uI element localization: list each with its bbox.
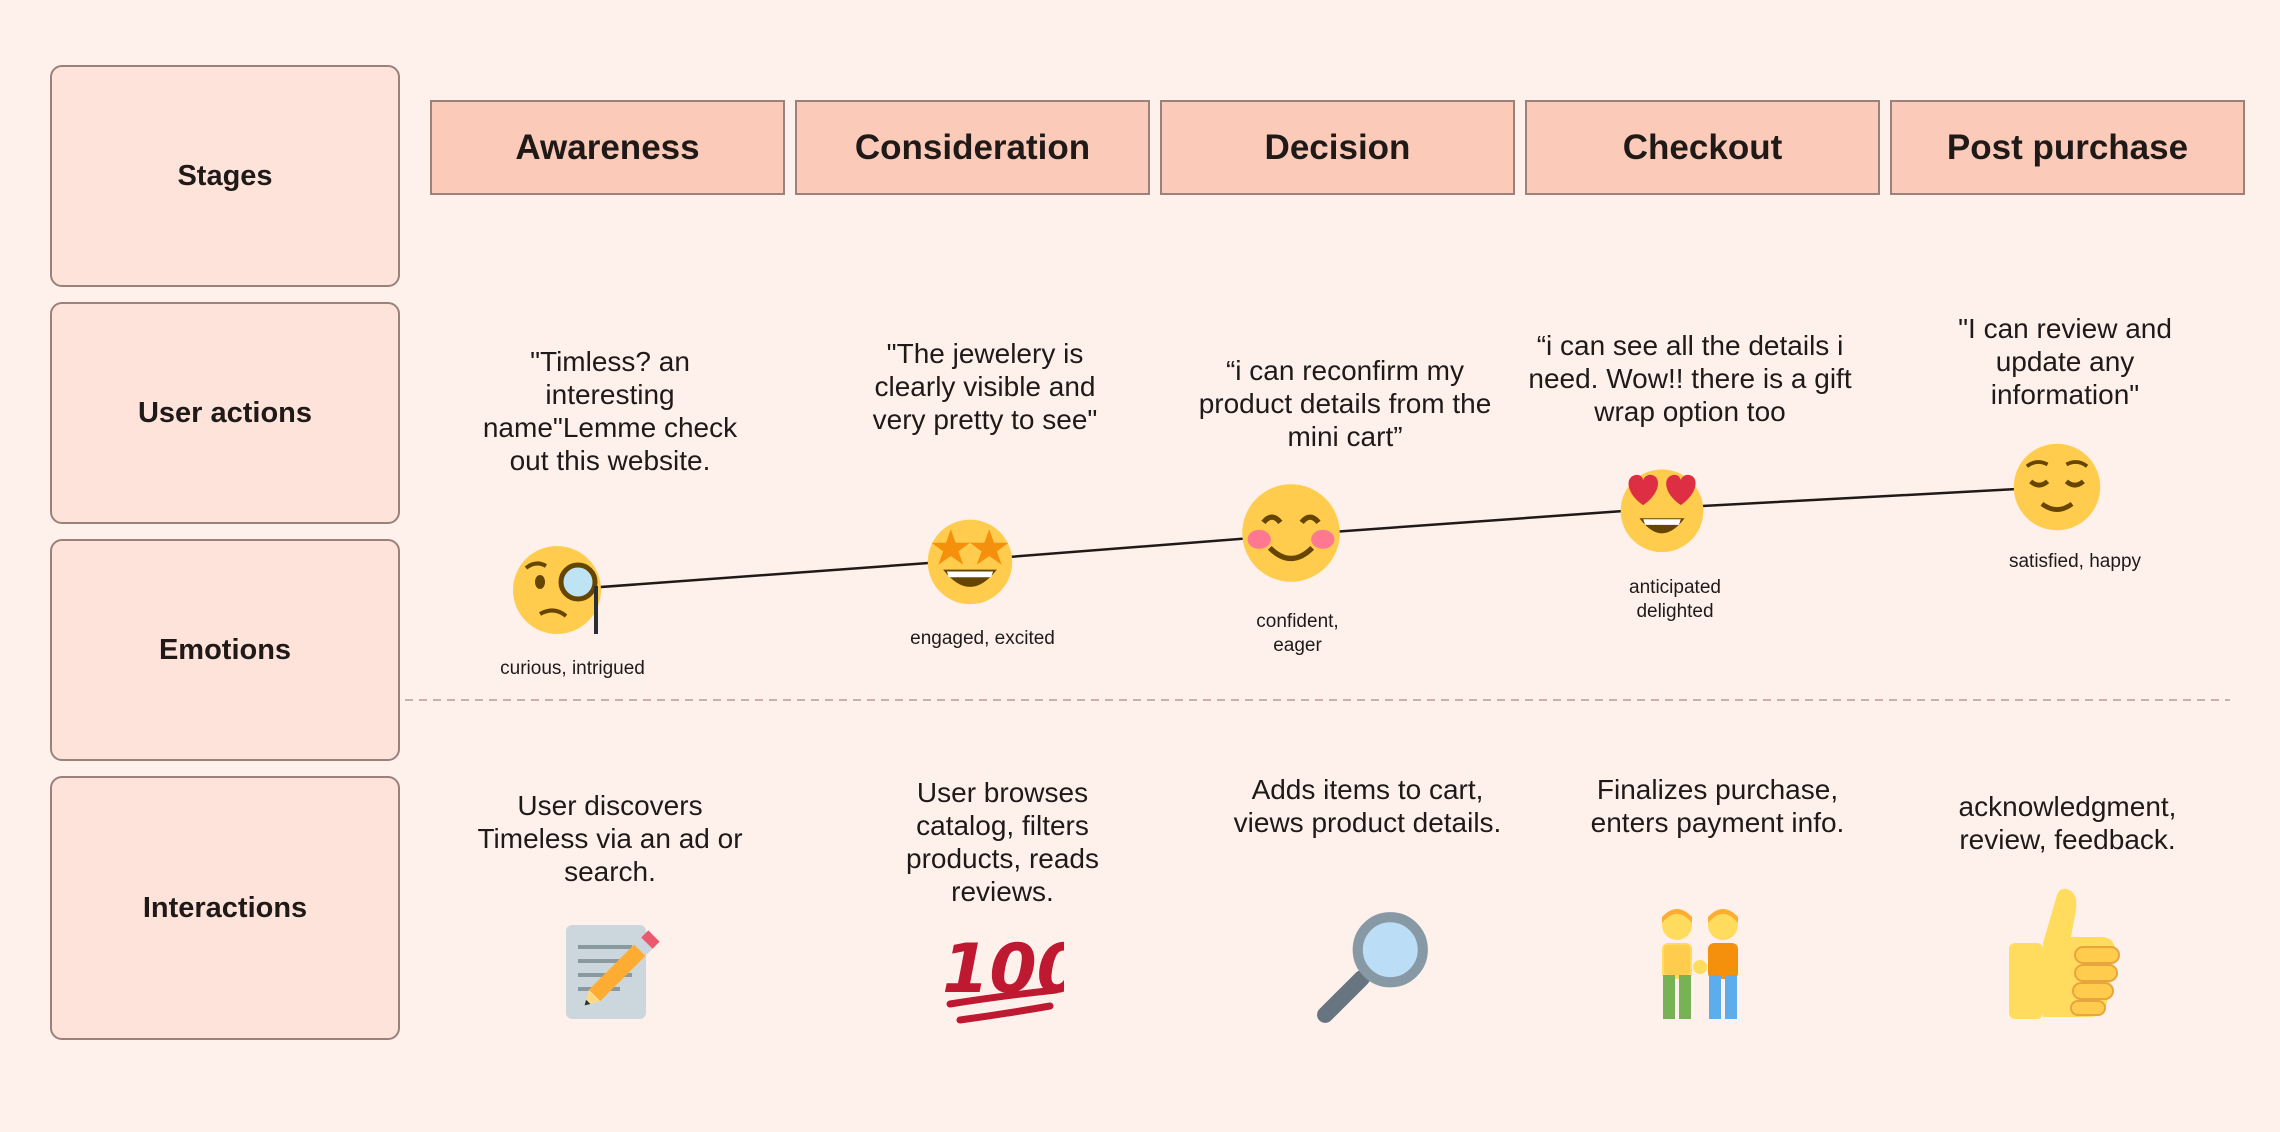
memo-pencil-icon bbox=[566, 925, 660, 1019]
user-action-checkout: “i can see all the details i need. Wow!!… bbox=[1528, 330, 1852, 427]
interaction-post-purchase: acknowledgment, review, feedback. bbox=[1958, 791, 2177, 855]
thumbs-up-icon bbox=[2009, 888, 2120, 1019]
relieved-face-icon bbox=[2013, 443, 2101, 531]
heart-eyes-face-icon bbox=[1620, 469, 1704, 553]
row-label-stages: Stages bbox=[50, 65, 400, 287]
user-action-post-purchase: "I can review and update any information… bbox=[1958, 313, 2172, 410]
emotion-label-checkout: anticipated delighted bbox=[1629, 577, 1721, 622]
user-action-decision: “i can reconfirm my product details from… bbox=[1198, 355, 1492, 452]
emotion-label-decision: confident, eager bbox=[1256, 611, 1339, 656]
row-label-text: User actions bbox=[137, 396, 313, 429]
emotion-label-post-purchase: satisfied, happy bbox=[2008, 551, 2142, 572]
monocle-face-icon bbox=[513, 546, 601, 634]
stage-post-purchase: Post purchase bbox=[1890, 100, 2245, 195]
smiling-blushing-face-icon bbox=[1242, 484, 1340, 582]
two-people-holding-hands-icon bbox=[1662, 909, 1738, 1019]
stage-consideration: Consideration bbox=[795, 100, 1150, 195]
interaction-consideration: User browses catalog, filters products, … bbox=[906, 777, 1099, 907]
stage-label: Awareness bbox=[515, 127, 700, 167]
row-label-interactions: Interactions bbox=[50, 776, 400, 1040]
stage-label: Decision bbox=[1264, 127, 1411, 167]
row-label-emotions: Emotions bbox=[50, 539, 400, 761]
interaction-decision: Adds items to cart, views product detail… bbox=[1233, 774, 1502, 838]
user-action-consideration: "The jewelery is clearly visible and ver… bbox=[872, 338, 1098, 435]
interaction-awareness: User discovers Timeless via an ad or sea… bbox=[477, 790, 743, 887]
stage-checkout: Checkout bbox=[1525, 100, 1880, 195]
stage-awareness: Awareness bbox=[430, 100, 785, 195]
hundred-points-icon: 100 bbox=[942, 930, 1064, 1024]
row-label-user-actions: User actions bbox=[50, 302, 400, 524]
row-label-text: Stages bbox=[177, 159, 273, 192]
emotion-label-awareness: curious, intrigued bbox=[500, 658, 645, 679]
stage-decision: Decision bbox=[1160, 100, 1515, 195]
stage-label: Post purchase bbox=[1946, 127, 2189, 167]
row-label-text: Emotions bbox=[158, 633, 292, 666]
star-struck-face-icon bbox=[927, 519, 1013, 605]
row-label-text: Interactions bbox=[142, 891, 308, 924]
interaction-checkout: Finalizes purchase, enters payment info. bbox=[1590, 774, 1845, 838]
stage-label: Checkout bbox=[1622, 127, 1783, 167]
stage-label: Consideration bbox=[854, 127, 1091, 167]
emotion-label-consideration: engaged, excited bbox=[910, 628, 1055, 649]
user-action-awareness: "Timless? an interesting name"Lemme chec… bbox=[482, 346, 738, 476]
magnifying-glass-icon bbox=[1317, 912, 1428, 1023]
